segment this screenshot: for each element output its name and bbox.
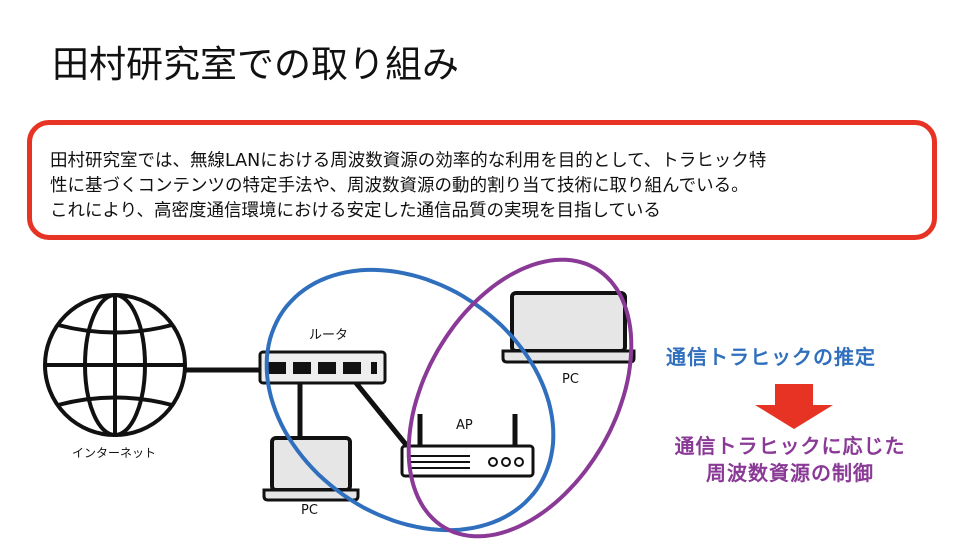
router-icon — [258, 350, 387, 385]
page-title: 田村研究室での取り組み — [52, 43, 459, 86]
router-domain-ellipse — [264, 267, 556, 533]
laptop-icon — [501, 291, 636, 364]
access-point-icon — [400, 414, 535, 478]
globe-icon — [43, 293, 187, 437]
pc-bottom-label: PC — [301, 503, 318, 518]
resource-control-label: 通信トラヒックに応じた周波数資源の制御 — [640, 433, 940, 487]
summary-line: これにより、高密度通信環境における安定した通信品質の実現を目指している — [50, 201, 661, 221]
pc-top-label: PC — [562, 372, 579, 387]
summary-line: 田村研究室では、無線LANにおける周波数資源の効率的な利用を目的として、トラヒッ… — [50, 151, 767, 171]
down-arrow-icon — [755, 384, 833, 429]
summary-box: 田村研究室では、無線LANにおける周波数資源の効率的な利用を目的として、トラヒッ… — [27, 120, 937, 240]
ap-label: AP — [456, 418, 473, 433]
cable-router-ap — [350, 376, 414, 454]
internet-label: インターネット — [72, 446, 157, 460]
ap-domain-ellipse — [406, 257, 634, 539]
router-label: ルータ — [309, 328, 349, 343]
traffic-estimation-label: 通信トラヒックの推定 — [666, 345, 876, 369]
control-line: 通信トラヒックに応じた — [674, 434, 906, 458]
summary-text: 田村研究室では、無線LANにおける周波数資源の効率的な利用を目的として、トラヒッ… — [50, 149, 766, 224]
summary-line: 性に基づくコンテンツの特定手法や、周波数資源の動的割り当て技術に取り組んでいる。 — [50, 176, 749, 196]
control-line: 周波数資源の制御 — [706, 461, 874, 485]
